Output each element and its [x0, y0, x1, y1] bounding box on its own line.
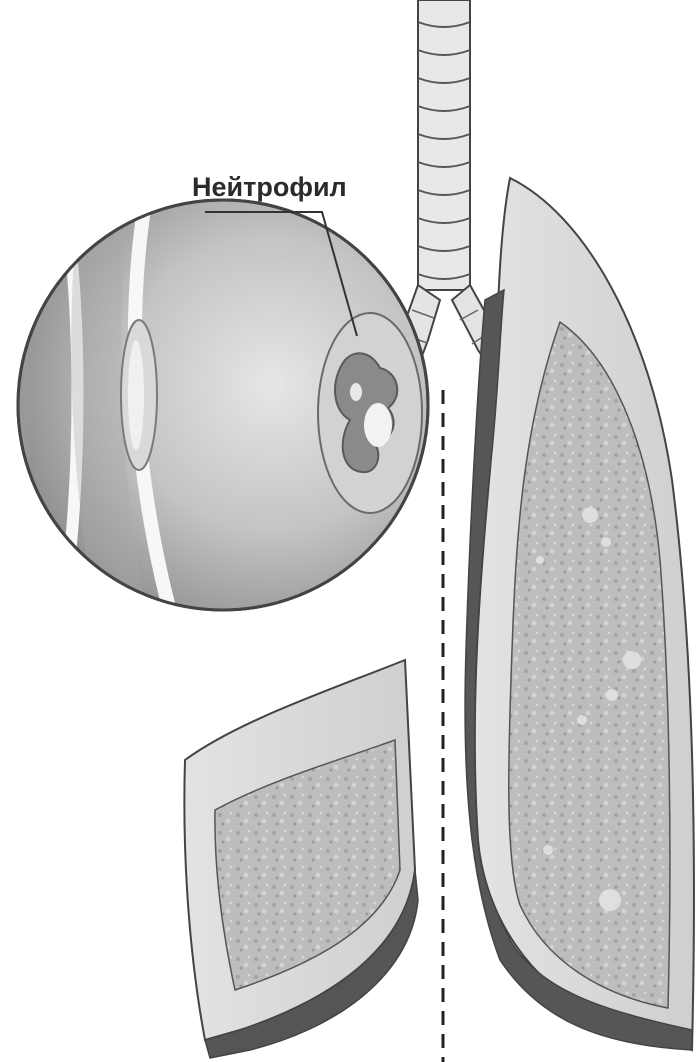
- neutrophil-cell-icon: [318, 313, 422, 513]
- right-lung-icon: [465, 178, 694, 1050]
- trachea-icon: [418, 0, 470, 290]
- neutrophil-label: Нейтрофил: [192, 172, 347, 202]
- left-lung-icon: [184, 660, 418, 1058]
